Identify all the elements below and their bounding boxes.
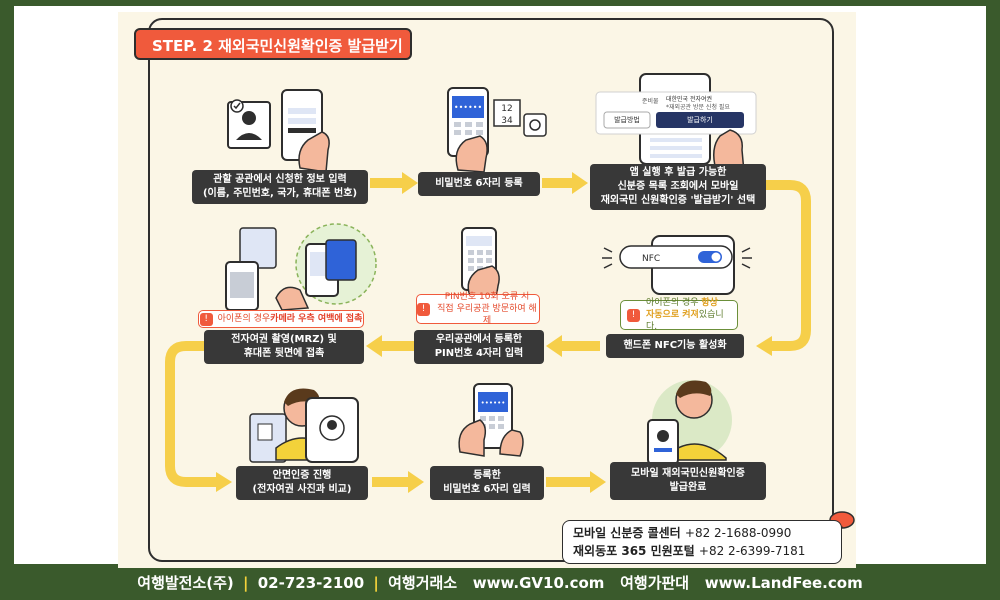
step-7-box: 안면인증 진행 (전자여권 사진과 비교) [236, 466, 368, 500]
step-5-box: 우리공관에서 등록한 PIN번호 4자리 입력 [414, 330, 544, 364]
phone-line1: 대한민국 전자여권 [666, 96, 713, 103]
footer-exchange: 여행거래소 [388, 574, 458, 592]
step-1-box: 관할 공관에서 신청한 정보 입력 (이름, 주민번호, 국가, 휴대폰 번호) [192, 170, 368, 204]
step-6-box: 전자여권 촬영(MRZ) 및 휴대폰 뒷면에 접촉 [204, 330, 364, 364]
tab-issue-method[interactable]: 발급방법 [614, 116, 640, 124]
arrow-8-9 [546, 471, 606, 493]
warning-icon: ! [417, 302, 430, 316]
nfc-phone [602, 235, 752, 295]
pin-error-warning: ! PIN번호 10회 오류 시 직접 우리공관 방문하여 해제 [416, 292, 540, 326]
step-title: STEP. 2 재외국민신원확인증 발급받기 [134, 28, 412, 60]
footer-phone: 02-723-2100 [257, 574, 365, 592]
pin-warning-line2: 직접 우리공관 방문하여 해제 [437, 304, 537, 326]
portal-number: +82 2-6399-7181 [698, 544, 806, 558]
arrow-7-8 [372, 471, 424, 493]
footer-sep-2: | [373, 574, 379, 592]
nfc-note-suffix: 있습니다. [646, 310, 724, 332]
issued-user [647, 380, 732, 465]
arrow-1-2 [370, 172, 418, 194]
iphone-camera-bold: 카메라 우측 여백에 접촉 [270, 314, 363, 324]
phone-line2: *재외공관 방문 신청 필요 [666, 104, 730, 111]
warning-icon: ! [627, 308, 640, 322]
keypad-digits-2: 34 [501, 116, 513, 126]
arrow-6-7-head [216, 472, 232, 492]
step-2-box: 비밀번호 6자리 등록 [418, 172, 540, 196]
footer-bar: 여행발전소(주) | 02-723-2100 | 여행거래소 www.GV10.… [0, 570, 1000, 596]
step-4-box: 핸드폰 NFC기능 활성화 [606, 334, 744, 358]
iphone-camera-warning: ! 아이폰의 경우 카메라 우측 여백에 접촉 [198, 310, 364, 328]
nfc-note-prefix: 아이폰의 경우 [646, 298, 702, 308]
svg-text:••••••: •••••• [454, 103, 482, 112]
footer-company: 여행발전소(주) [137, 574, 234, 592]
arrow-4-5 [546, 335, 600, 357]
portal-label: 재외동포 365 민원포털 [573, 544, 695, 558]
callcenter-label: 모바일 신분증 콜센터 [573, 526, 681, 540]
nfc-iphone-note: ! 아이폰의 경우 항상 자동으로 켜져있습니다. [620, 298, 738, 332]
svg-text:••••••: •••••• [481, 399, 506, 407]
footer-sep-1: | [243, 574, 249, 592]
iphone-camera-prefix: 아이폰의 경우 [217, 314, 271, 324]
phone-keypad-3: •••••• [458, 383, 524, 457]
footer-stand: 여행가판대 [620, 574, 690, 592]
phone-keypad-1: •••••• [447, 87, 547, 173]
footer-site-2[interactable]: www.LandFee.com [704, 574, 863, 592]
nfc-note-bold2: 자동으로 켜져 [646, 310, 699, 320]
contact-box: 모바일 신분증 콜센터 +82 2-1688-0990 재외동포 365 민원포… [562, 520, 842, 564]
arrow-2-3 [542, 172, 588, 194]
nfc-label: NFC [642, 254, 660, 264]
phone-small-left: 준비물 [642, 98, 659, 105]
id-card-icon [227, 99, 271, 149]
face-auth [249, 388, 359, 463]
arrow-5-6 [366, 335, 414, 357]
phone-keypad-2 [461, 227, 500, 299]
step-9-box: 모바일 재외국민신원확인증 발급완료 [610, 462, 766, 500]
footer-site-1[interactable]: www.GV10.com [472, 574, 605, 592]
callcenter-number: +82 2-1688-0990 [684, 526, 792, 540]
arrow-3-4 [765, 180, 811, 351]
step-8-box: 등록한 비밀번호 6자리 입력 [430, 466, 544, 500]
phone-hand-1 [281, 89, 330, 173]
warning-icon: ! [199, 312, 213, 326]
pin-warning-line1: PIN번호 10회 오류 시 [444, 292, 530, 302]
keypad-digits-1: 12 [501, 104, 512, 114]
arrow-6-7 [165, 341, 218, 487]
nfc-note-bold1: 항상 [701, 298, 718, 308]
arrow-3-4-head [756, 336, 772, 356]
passport-scan [225, 223, 377, 311]
tab-issue-now[interactable]: 발급하기 [687, 116, 713, 124]
step-3-box: 앱 실행 후 발급 가능한 신분증 목록 조회에서 모바일 재외국민 신원확인증… [590, 164, 766, 210]
phone-app-screen [595, 73, 757, 173]
